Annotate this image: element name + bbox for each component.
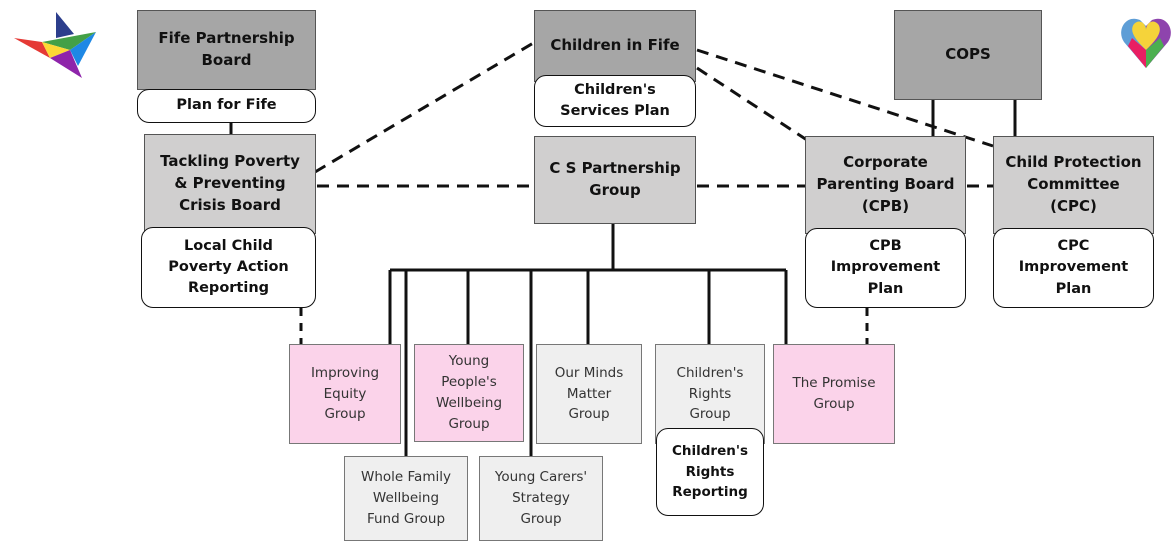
dashed-link-children-cpb — [696, 66, 808, 142]
cpb-improvement-plan: CPB Improvement Plan — [805, 228, 966, 308]
the-promise-group: The Promise Group — [773, 344, 895, 444]
cpc-improvement-plan: CPC Improvement Plan — [993, 228, 1154, 308]
fife-partnership-board: Fife Partnership Board — [137, 10, 316, 90]
cops-board: COPS — [894, 10, 1042, 100]
our-minds-matter-group: Our Minds Matter Group — [536, 344, 642, 444]
childrens-services-plan: Children's Services Plan — [534, 75, 696, 127]
bird-logo-icon — [14, 12, 96, 78]
improving-equity-group: Improving Equity Group — [289, 344, 401, 444]
plan-for-fife: Plan for Fife — [137, 89, 316, 123]
tackling-poverty-board: Tackling Poverty & Preventing Crisis Boa… — [144, 134, 316, 234]
childrens-rights-group: Children's Rights Group — [655, 344, 765, 444]
dashed-link-children-cpc — [696, 48, 994, 148]
cs-partnership-group: C S Partnership Group — [534, 136, 696, 224]
young-peoples-wellbeing-group: Young People's Wellbeing Group — [414, 344, 524, 442]
corporate-parenting-board: Corporate Parenting Board (CPB) — [805, 136, 966, 234]
whole-family-wellbeing-fund-group: Whole Family Wellbeing Fund Group — [344, 456, 468, 541]
children-in-fife-board: Children in Fife — [534, 10, 696, 82]
young-carers-strategy-group: Young Carers' Strategy Group — [479, 456, 603, 541]
heart-logo-icon — [1121, 18, 1171, 68]
local-child-poverty-action-reporting: Local Child Poverty Action Reporting — [141, 227, 316, 308]
childrens-rights-reporting: Children's Rights Reporting — [656, 428, 764, 516]
child-protection-committee: Child Protection Committee (CPC) — [993, 136, 1154, 234]
dashed-link-poverty-children — [314, 40, 536, 174]
